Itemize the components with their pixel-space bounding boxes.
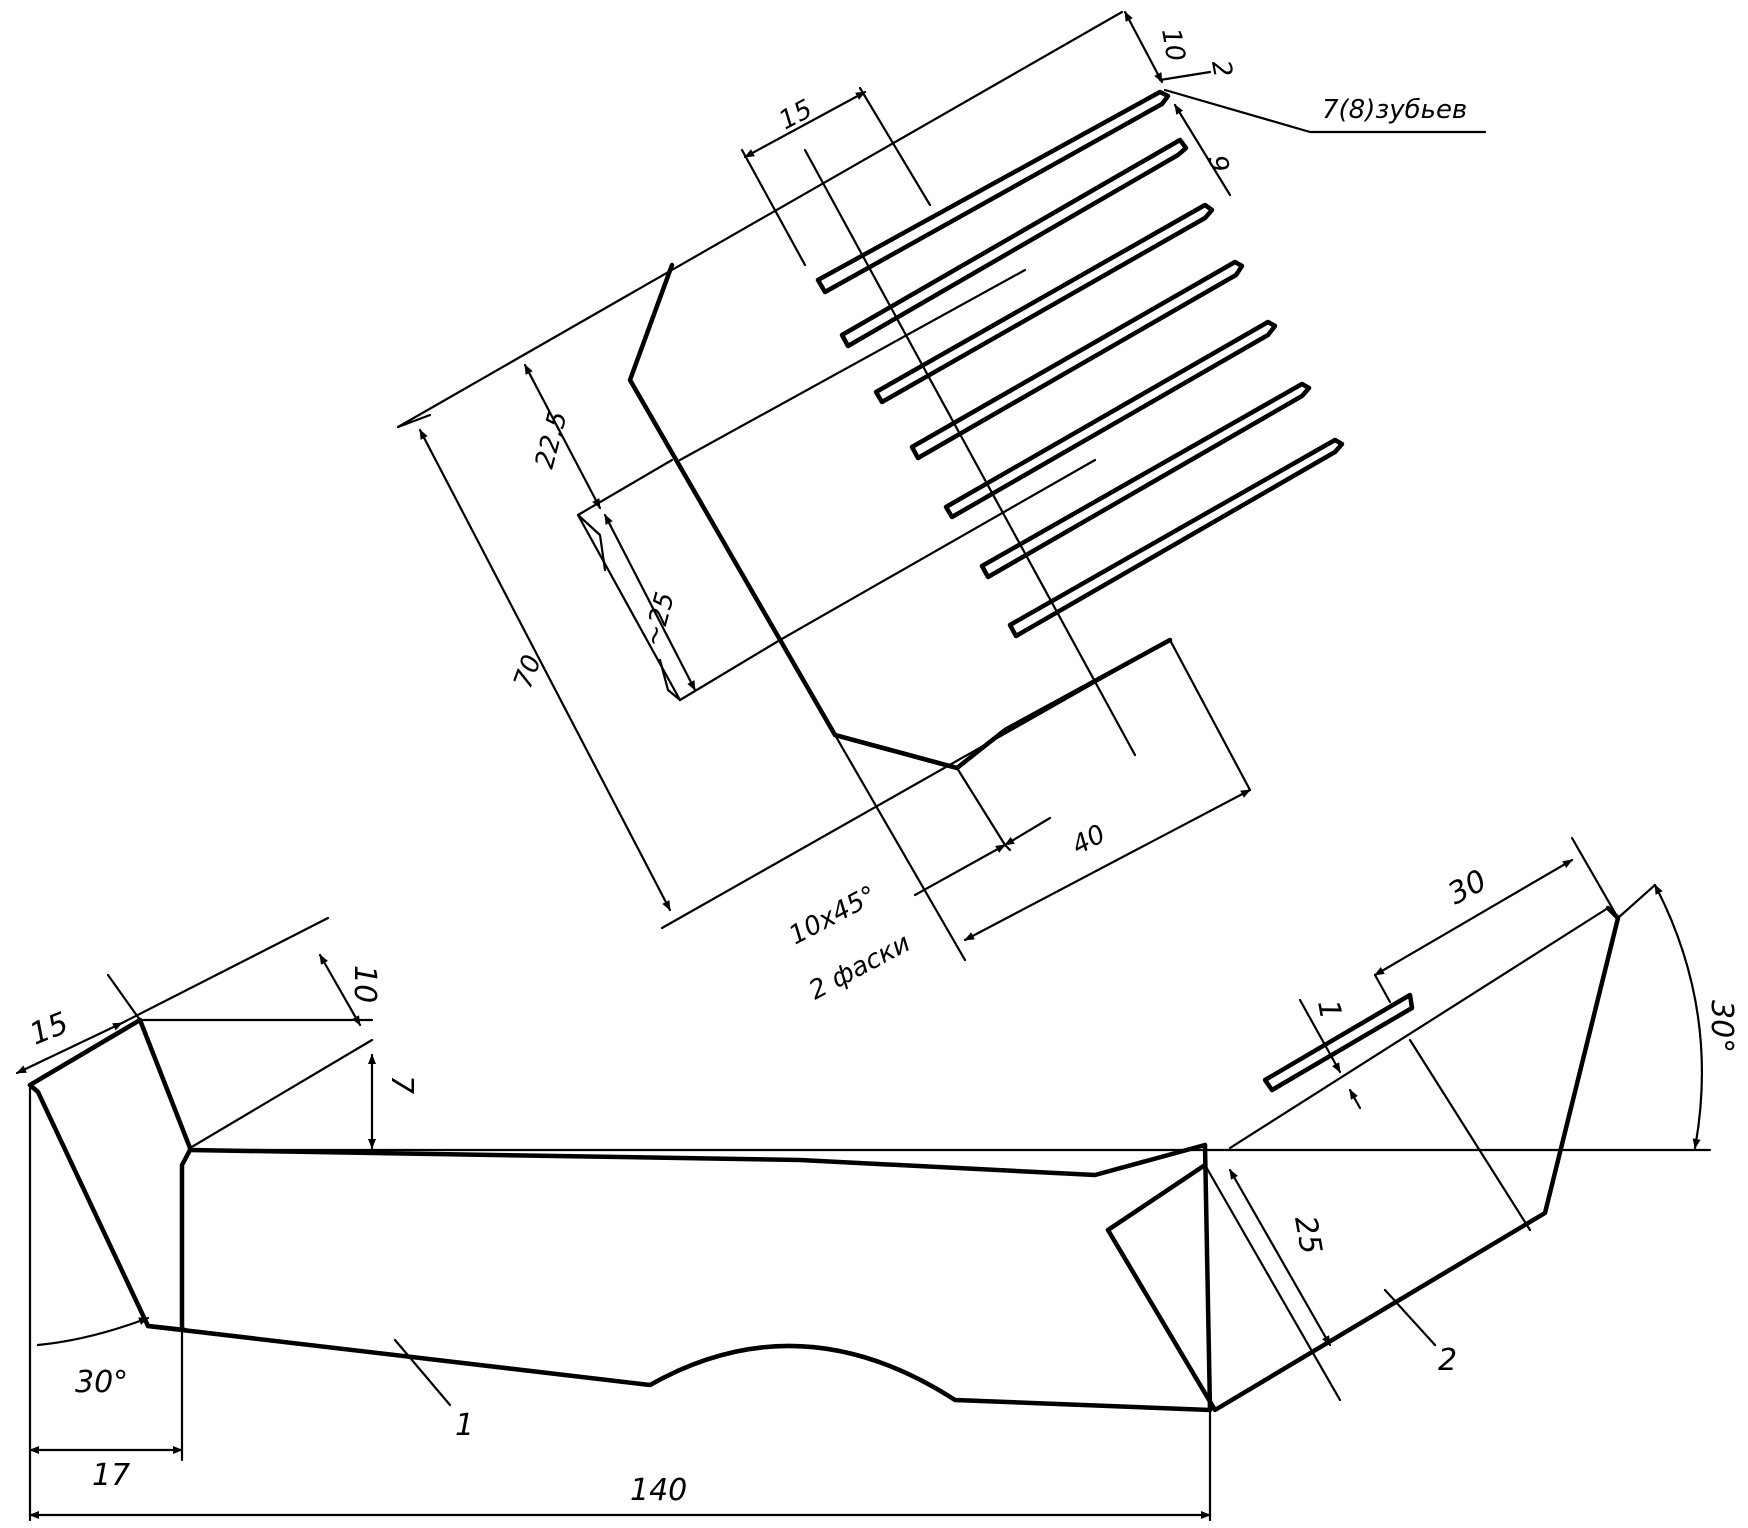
- bar-right-edge: [1202, 1142, 1213, 1413]
- label-chamfer-note: 2 фаски: [804, 928, 915, 1006]
- label-right-block-angle: 30°: [1704, 1000, 1739, 1053]
- tooth-1: [815, 89, 1171, 295]
- comb-back-edge: [396, 10, 1124, 429]
- label-right-slot-depth: 1: [1310, 997, 1348, 1022]
- label-bar-left-width: 17: [92, 1458, 130, 1493]
- label-part-1: 1: [455, 1408, 474, 1443]
- label-comb-offset: 22,5: [530, 408, 574, 472]
- right-block-outline: [1105, 905, 1621, 1413]
- label-bar-step-offset: 7: [384, 1075, 419, 1094]
- label-right-block-length: 30: [1442, 863, 1492, 912]
- right-block-top-edge: [1228, 906, 1610, 1150]
- label-comb-height: 70: [508, 651, 548, 692]
- label-tooth-length: 15: [774, 94, 817, 136]
- bar-left-chamfer: [27, 1082, 188, 1333]
- label-bar-step-height: 10: [347, 965, 382, 1003]
- label-tooth-width: 2: [1205, 58, 1237, 80]
- comb-bottom-line: [955, 766, 1007, 847]
- label-teeth-count: 7(8)зубьев: [1322, 95, 1467, 125]
- bar-part: 15 10 7 30° 17 140 1: [15, 916, 1712, 1522]
- label-right-block-width: 25: [1287, 1213, 1328, 1257]
- comb-chamfer-lower: [832, 732, 960, 771]
- label-slot-length: ~25: [638, 589, 681, 650]
- bar-left-wall: [179, 1147, 193, 1333]
- comb-lower-line: [678, 458, 1097, 702]
- comb-tooth-root-line: [803, 148, 1137, 757]
- label-bar-total-length: 140: [630, 1473, 687, 1508]
- comb-front-edge: [660, 638, 1172, 930]
- tooth-7: [1007, 437, 1345, 639]
- tooth-3: [873, 202, 1215, 405]
- label-chamfer-size: 10x45°: [784, 880, 882, 951]
- tooth-5: [943, 319, 1278, 520]
- label-bar-angle-left: 30°: [75, 1365, 128, 1400]
- tooth-2: [839, 137, 1189, 349]
- bar-bottom-edge: [145, 1323, 1213, 1413]
- tooth-6: [979, 381, 1312, 580]
- right-block-part: 30 30° 1 25 2: [1105, 836, 1739, 1413]
- right-block-slot: [1262, 992, 1415, 1093]
- comb-part: 10 2 7(8)зубьев 6 15 22,5 ~25 70 40 10x4…: [396, 10, 1487, 1006]
- label-bar-top-chamfer: 15: [25, 1006, 74, 1053]
- tooth-4: [909, 259, 1245, 461]
- right-block-inner-2: [1408, 1038, 1532, 1232]
- bar-outline: [27, 1017, 1208, 1178]
- label-tooth-pitch: 10: [1155, 26, 1190, 64]
- comb-inner-line-1: [678, 268, 1027, 462]
- comb-inner-line-2: [576, 458, 674, 517]
- comb-teeth: [815, 89, 1345, 639]
- label-comb-base: 40: [1067, 819, 1110, 861]
- label-tooth-gap: 6: [1204, 152, 1236, 174]
- right-block-inner-1: [1203, 1163, 1342, 1402]
- label-part-2: 2: [1438, 1343, 1457, 1378]
